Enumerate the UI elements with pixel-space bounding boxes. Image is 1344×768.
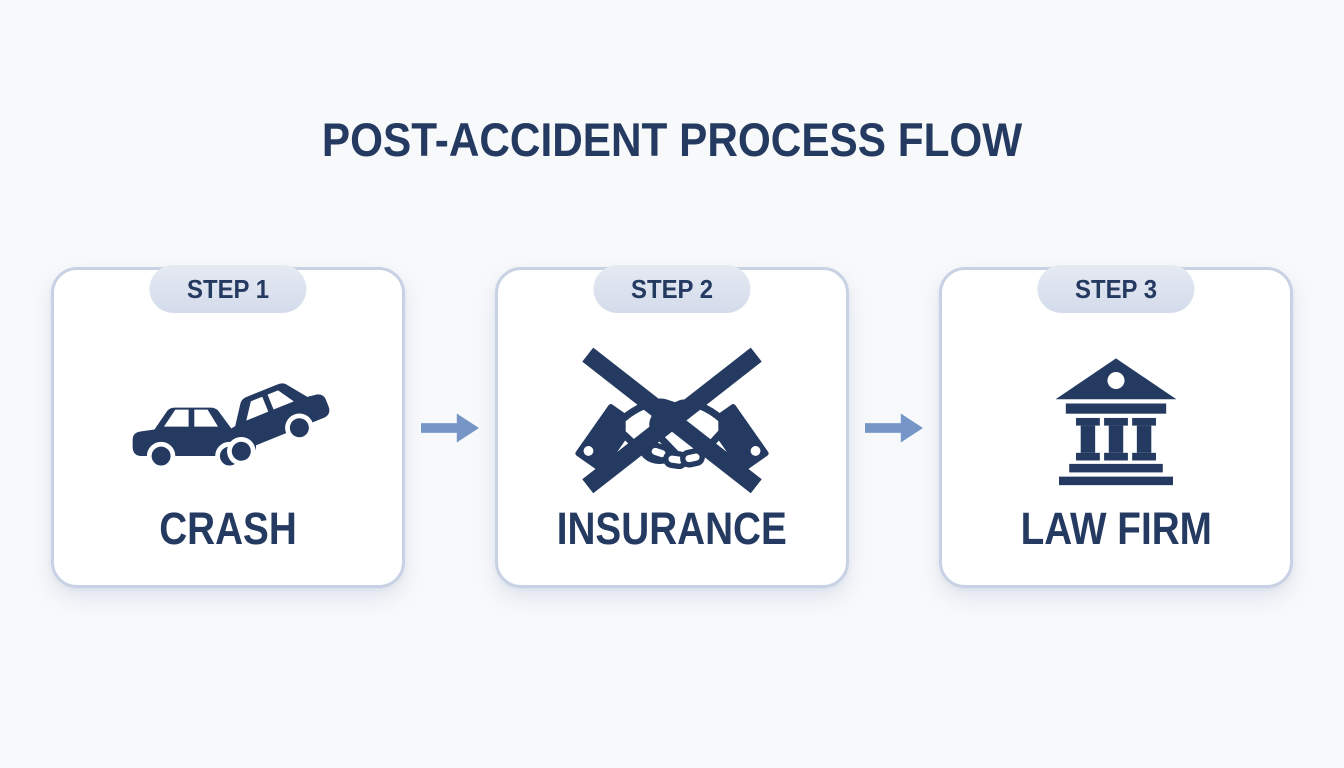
step-2-badge: STEP 2 xyxy=(593,265,751,313)
step-3-badge-label: STEP 3 xyxy=(1075,273,1157,304)
step-card-crash: STEP 1 xyxy=(51,265,405,588)
flow-arrow-1 xyxy=(405,267,495,588)
no-handshake-icon xyxy=(574,334,770,506)
step-2-badge-label: STEP 2 xyxy=(631,273,713,304)
car-crash-icon xyxy=(126,334,330,506)
step-1-label: CRASH xyxy=(159,503,297,554)
flow-arrow-2 xyxy=(849,267,939,588)
step-3-badge: STEP 3 xyxy=(1037,265,1195,313)
process-flow-row: STEP 1 xyxy=(0,265,1344,588)
courthouse-icon xyxy=(1052,334,1180,506)
step-1-badge: STEP 1 xyxy=(149,265,307,313)
step-3-label: LAW FIRM xyxy=(1020,503,1212,554)
right-arrow-icon xyxy=(421,413,479,442)
right-arrow-icon xyxy=(865,413,923,442)
page-title-text: POST-ACCIDENT PROCESS FLOW xyxy=(321,113,1023,166)
step-card-law-firm: STEP 3 xyxy=(939,265,1293,588)
page-title: POST-ACCIDENT PROCESS FLOW xyxy=(0,112,1344,167)
step-2-label: INSURANCE xyxy=(556,503,788,554)
step-card-insurance: STEP 2 xyxy=(495,265,849,588)
step-1-badge-label: STEP 1 xyxy=(187,273,269,304)
